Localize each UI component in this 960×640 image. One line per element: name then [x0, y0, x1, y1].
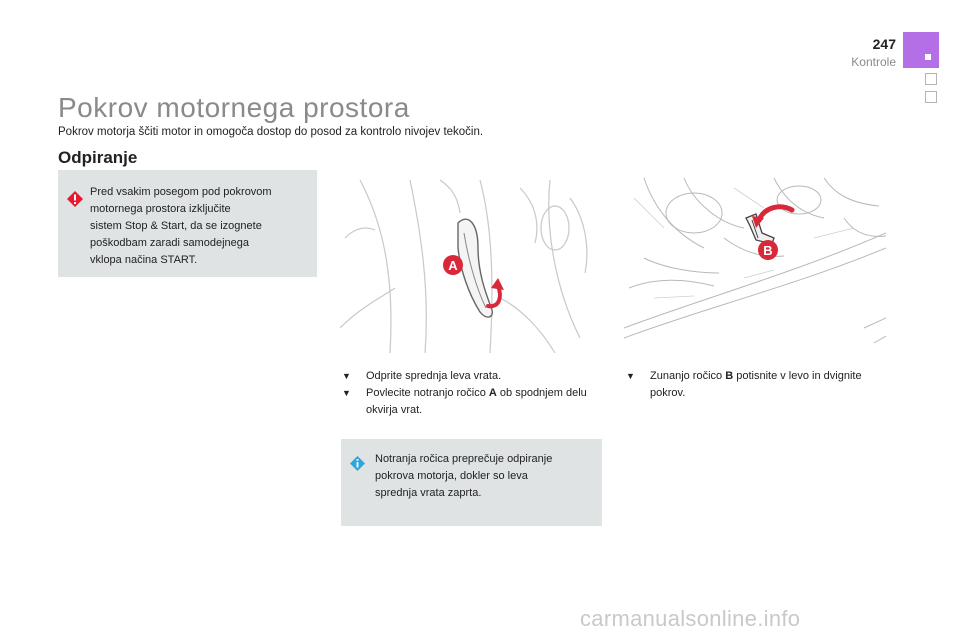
- step-item: ▼ Zunanjo ročico B potisnite v levo in d…: [626, 368, 888, 402]
- warning-text: Pred vsakim posegom pod pokrovom motorne…: [90, 184, 310, 269]
- step-text: potisnite v levo in dvignite pokrov.: [650, 370, 862, 399]
- warning-box: [58, 170, 317, 277]
- warning-line: sistem Stop & Start, da se izognete: [90, 220, 262, 232]
- steps-right: ▼ Zunanjo ročico B potisnite v levo in d…: [626, 368, 888, 402]
- info-line: sprednja vrata zaprta.: [375, 487, 482, 499]
- tab-marker-icon: [925, 54, 931, 60]
- section-heading: Odpiranje: [58, 148, 138, 167]
- callout-a-label: A: [448, 258, 458, 273]
- info-line: pokrova motorja, dokler so leva: [375, 470, 528, 482]
- chapter-tab-active[interactable]: [903, 32, 939, 68]
- info-icon: [350, 456, 365, 471]
- watermark: carmanualsonline.info: [580, 606, 801, 631]
- callout-b-label: B: [763, 243, 772, 258]
- chapter-tab[interactable]: [925, 91, 937, 103]
- info-text: Notranja ročica preprečuje odpiranje pok…: [375, 451, 590, 502]
- section-label: Kontrole: [851, 55, 896, 69]
- warning-line: Pred vsakim posegom pod pokrovom: [90, 186, 272, 198]
- bullet-arrow-icon: ▼: [342, 388, 351, 398]
- chapter-tab[interactable]: [925, 73, 937, 85]
- bullet-arrow-icon: ▼: [626, 371, 635, 381]
- page-title: Pokrov motornega prostora: [58, 92, 410, 123]
- step-text: ob spodnjem delu okvirja vrat.: [366, 387, 587, 416]
- step-text-bold: A: [488, 387, 497, 399]
- warning-icon: [67, 191, 83, 207]
- info-line: Notranja ročica preprečuje odpiranje: [375, 453, 553, 465]
- step-item: ▼ Povlecite notranjo ročico A ob spodnje…: [342, 385, 597, 419]
- step-item: ▼ Odprite sprednja leva vrata.: [342, 368, 597, 385]
- warning-line: vklopa načina START.: [90, 254, 198, 266]
- bullet-arrow-icon: ▼: [342, 371, 351, 381]
- step-text: Zunanjo ročico: [650, 370, 726, 382]
- intro-text: Pokrov motorja ščiti motor in omogoča do…: [58, 126, 484, 138]
- info-box: [341, 439, 602, 526]
- steps-left: ▼ Odprite sprednja leva vrata. ▼ Povleci…: [342, 368, 597, 419]
- step-text: Povlecite notranjo ročico: [366, 387, 489, 399]
- warning-line: motornega prostora izključite: [90, 203, 231, 215]
- interior-handle-illustration: A: [340, 179, 588, 353]
- step-text-bold: B: [725, 370, 734, 382]
- warning-line: poškodbam zaradi samodejnega: [90, 237, 249, 249]
- exterior-handle-illustration: B: [624, 178, 886, 344]
- step-text: Odprite sprednja leva vrata.: [366, 370, 502, 382]
- page-number: 247: [872, 36, 896, 52]
